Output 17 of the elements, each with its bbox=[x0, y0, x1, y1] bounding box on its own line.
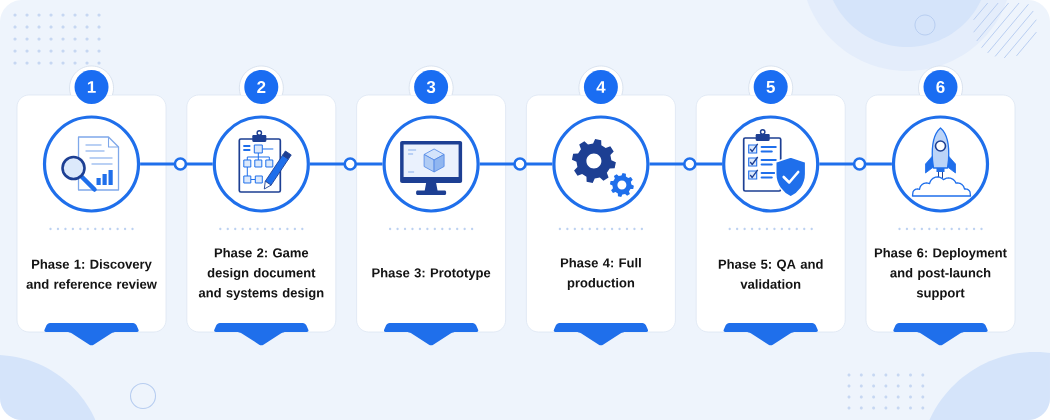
node-label: 1 bbox=[87, 81, 96, 93]
number-badge: 6 bbox=[918, 65, 963, 104]
number-badge: 5 bbox=[748, 65, 794, 104]
connector-line bbox=[309, 162, 383, 166]
node-label: 4 bbox=[596, 81, 606, 93]
connector-line bbox=[819, 162, 892, 166]
connector-line bbox=[479, 162, 553, 166]
number-badge: 3 bbox=[408, 65, 454, 104]
node-label: 3 bbox=[426, 80, 436, 94]
number-badge: 1 bbox=[69, 65, 114, 104]
number-badge: 2 bbox=[238, 65, 284, 104]
node-label: 2 bbox=[257, 81, 266, 93]
number-badge: 4 bbox=[578, 65, 624, 104]
connector-line bbox=[649, 162, 723, 166]
node-label: 6 bbox=[936, 80, 945, 94]
node-label: 5 bbox=[766, 81, 775, 93]
connector-line bbox=[140, 162, 213, 166]
